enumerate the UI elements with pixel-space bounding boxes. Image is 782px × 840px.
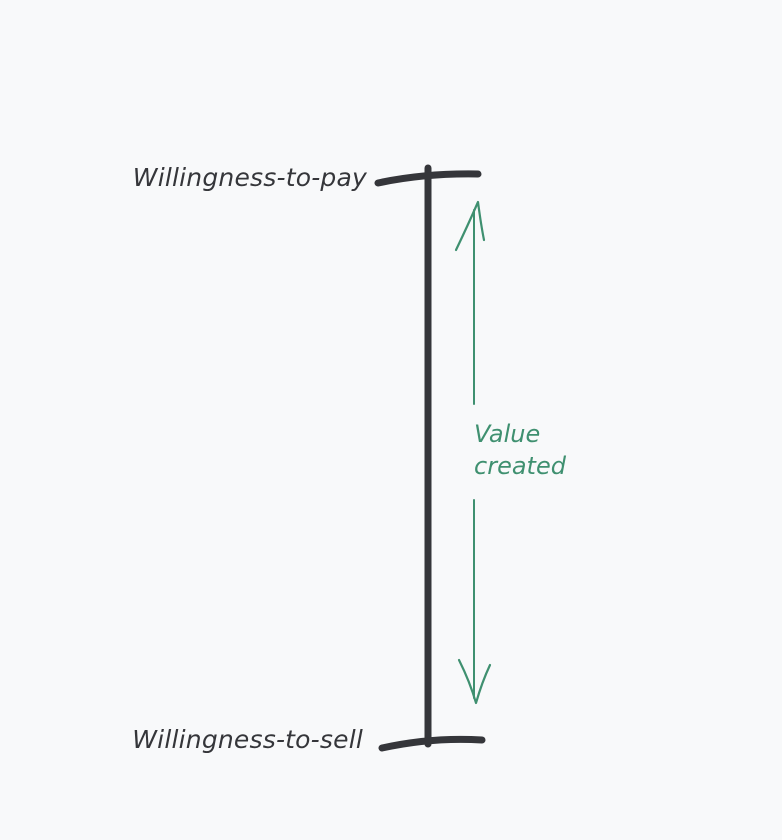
value-arrow-up-head xyxy=(454,200,486,252)
value-created-label: Value created xyxy=(474,418,566,482)
value-created-line-2: created xyxy=(474,452,566,480)
wts-bar xyxy=(378,735,486,752)
value-created-line-1: Value xyxy=(474,420,541,448)
value-arrow-down-head xyxy=(457,658,492,705)
willingness-to-sell-label: Willingness-to-sell xyxy=(132,725,363,754)
wtp-bar xyxy=(374,170,482,187)
willingness-to-pay-label: Willingness-to-pay xyxy=(132,163,367,192)
